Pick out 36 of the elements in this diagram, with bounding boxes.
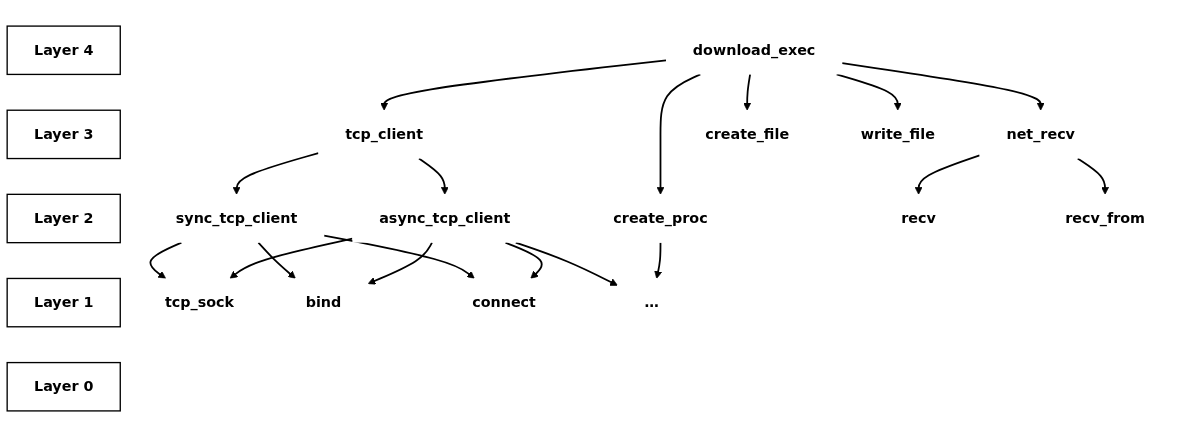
node-text: sync_tcp_client: [175, 209, 298, 227]
node-box: Layer 2: [6, 193, 121, 244]
node-box: Layer 4: [6, 25, 121, 76]
arrow: [149, 241, 183, 279]
node-text: …: [644, 293, 659, 311]
node-text: create_proc: [613, 209, 708, 227]
arrow: [656, 73, 702, 195]
node-text: tcp_sock: [165, 293, 235, 311]
arrow: [835, 73, 902, 111]
node-box: Layer 3: [6, 109, 121, 160]
arrow: [380, 59, 667, 111]
arrow: [232, 152, 320, 195]
arrow: [229, 237, 354, 279]
node-text: recv_from: [1065, 209, 1145, 227]
arrow: [504, 241, 543, 279]
arrow: [841, 62, 1045, 111]
arrow: [323, 234, 475, 279]
node-text: download_exec: [692, 41, 816, 59]
node-text: async_tcp_client: [379, 209, 511, 227]
arrow: [514, 241, 618, 286]
node-text: create_file: [705, 125, 790, 143]
arrow: [367, 241, 433, 285]
node-text: recv: [901, 209, 936, 227]
node-text: write_file: [860, 125, 935, 143]
node-box: Layer 0: [6, 361, 121, 412]
arrow: [743, 73, 752, 111]
arrow: [1076, 157, 1110, 195]
arrow: [654, 241, 663, 279]
node-text: net_recv: [1006, 125, 1075, 143]
arrow: [914, 154, 981, 195]
node-text: connect: [472, 293, 536, 311]
arrow: [418, 157, 449, 195]
node-text: bind: [305, 293, 342, 311]
node-box: Layer 1: [6, 277, 121, 328]
arrow: [257, 241, 296, 279]
node-text: tcp_client: [345, 125, 424, 143]
